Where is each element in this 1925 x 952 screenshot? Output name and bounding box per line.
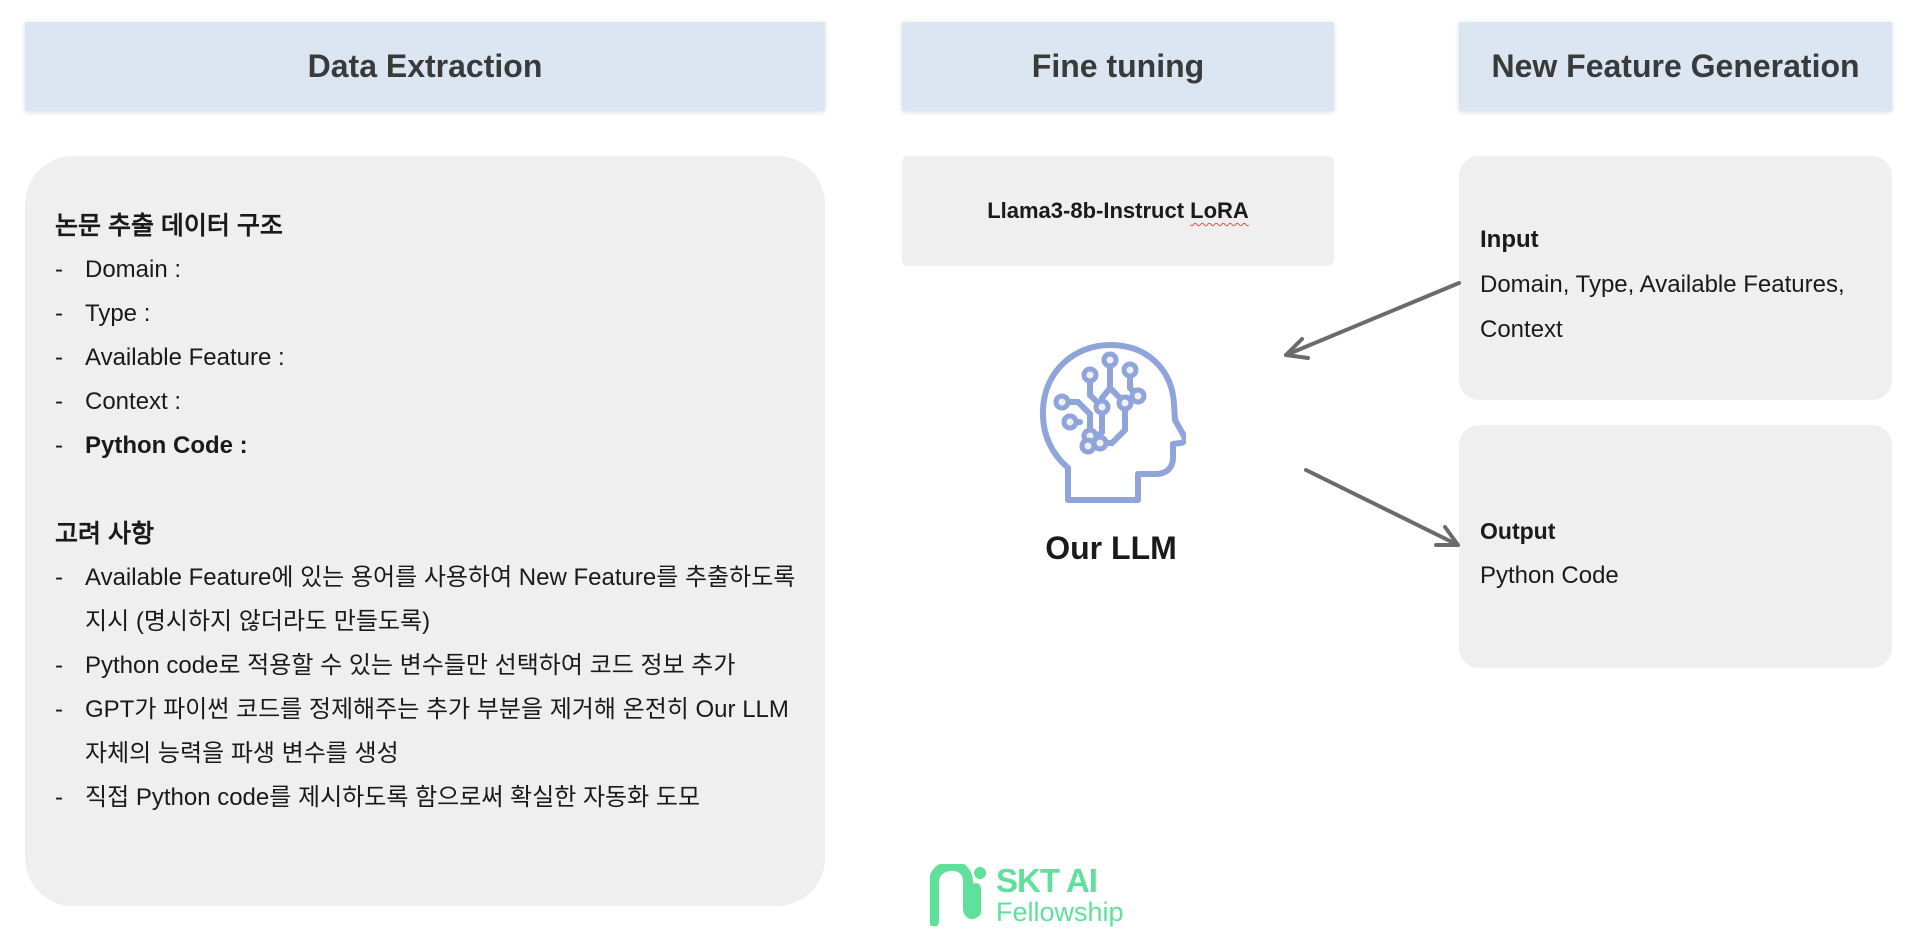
structure-title: 논문 추출 데이터 구조 — [55, 212, 283, 240]
considerations-list: -Available Feature에 있는 용어를 사용하여 New Feat… — [55, 556, 815, 820]
header-data-extraction: Data Extraction — [25, 22, 825, 111]
structure-item: -Domain : — [55, 248, 815, 292]
dash-bullet: - — [55, 696, 63, 723]
consideration-item: -GPT가 파이썬 코드를 정제해주는 추가 부분을 제거해 온전히 Our L… — [55, 688, 815, 776]
consideration-item-text: 직접 Python code를 제시하도록 함으로써 확실한 자동화 도모 — [85, 784, 701, 811]
structure-item: -Available Feature : — [55, 336, 815, 380]
dash-bullet: - — [55, 300, 63, 327]
consideration-item-text: GPT가 파이썬 코드를 정제해주는 추가 부분을 제거해 온전히 Our LL… — [85, 696, 789, 767]
consideration-item-text: Available Feature에 있는 용어를 사용하여 New Featu… — [85, 564, 796, 635]
section-gap — [55, 468, 815, 512]
brain-circuit-icon — [1040, 342, 1186, 503]
llm-to-output-arrowhead — [1434, 525, 1460, 547]
dash-bullet: - — [55, 564, 63, 591]
dash-bullet: - — [55, 652, 63, 679]
consideration-item: -직접 Python code를 제시하도록 함으로써 확실한 자동화 도모 — [55, 776, 815, 820]
structure-item: -Type : — [55, 292, 815, 336]
skt-ai-fellowship-logo: SKT AI Fellowship — [930, 862, 1124, 928]
data-extraction-content: 논문 추출 데이터 구조 -Domain :-Type :-Available … — [55, 204, 815, 820]
consideration-item-text: Python code로 적용할 수 있는 변수들만 선택하여 코드 정보 추가 — [85, 652, 736, 679]
logo-text: SKT AI Fellowship — [996, 864, 1124, 926]
structure-item: -Context : — [55, 380, 815, 424]
considerations-title: 고려 사항 — [55, 520, 154, 548]
output-content: Output Python Code — [1480, 509, 1878, 598]
consideration-item: -Available Feature에 있는 용어를 사용하여 New Feat… — [55, 556, 815, 644]
input-card: Input Domain, Type, Available Features, … — [1459, 156, 1892, 400]
input-to-llm-arrow — [1284, 281, 1461, 357]
output-card: Output Python Code — [1459, 425, 1892, 668]
structure-item-text: Type : — [85, 300, 151, 327]
data-extraction-card: 논문 추출 데이터 구조 -Domain :-Type :-Available … — [25, 156, 825, 906]
header-new-feature-generation: New Feature Generation — [1459, 22, 1892, 111]
model-card: Llama3-8b-Instruct LoRA — [902, 156, 1334, 266]
llm-label: Our LLM — [1045, 530, 1177, 566]
logo-title: SKT AI — [996, 862, 1098, 899]
model-name: Llama3-8b-Instruct — [987, 198, 1191, 223]
input-label: Input — [1480, 226, 1539, 253]
input-line: Context — [1480, 316, 1563, 343]
input-line: Domain, Type, Available Features, — [1480, 271, 1845, 298]
logo-mark-icon — [930, 864, 986, 926]
output-label: Output — [1480, 518, 1556, 544]
structure-item-text: Domain : — [85, 256, 182, 283]
structure-item-text: Python Code : — [85, 432, 248, 459]
dash-bullet: - — [55, 344, 63, 371]
logo-subtitle: Fellowship — [996, 897, 1124, 927]
dash-bullet: - — [55, 432, 63, 459]
dash-bullet: - — [55, 256, 63, 283]
structure-list: -Domain :-Type :-Available Feature :-Con… — [55, 248, 815, 468]
dash-bullet: - — [55, 388, 63, 415]
header-fine-tuning: Fine tuning — [902, 22, 1334, 111]
structure-item-text: Context : — [85, 388, 182, 415]
llm-to-output-arrow — [1304, 468, 1460, 547]
structure-item-text: Available Feature : — [85, 344, 285, 371]
model-method: LoRA — [1190, 198, 1249, 223]
input-content: Input Domain, Type, Available Features, … — [1480, 218, 1878, 352]
structure-item: -Python Code : — [55, 424, 815, 468]
consideration-item: -Python code로 적용할 수 있는 변수들만 선택하여 코드 정보 추… — [55, 644, 815, 688]
output-text: Python Code — [1480, 562, 1619, 589]
dash-bullet: - — [55, 784, 63, 811]
input-to-llm-arrowhead — [1284, 337, 1310, 360]
